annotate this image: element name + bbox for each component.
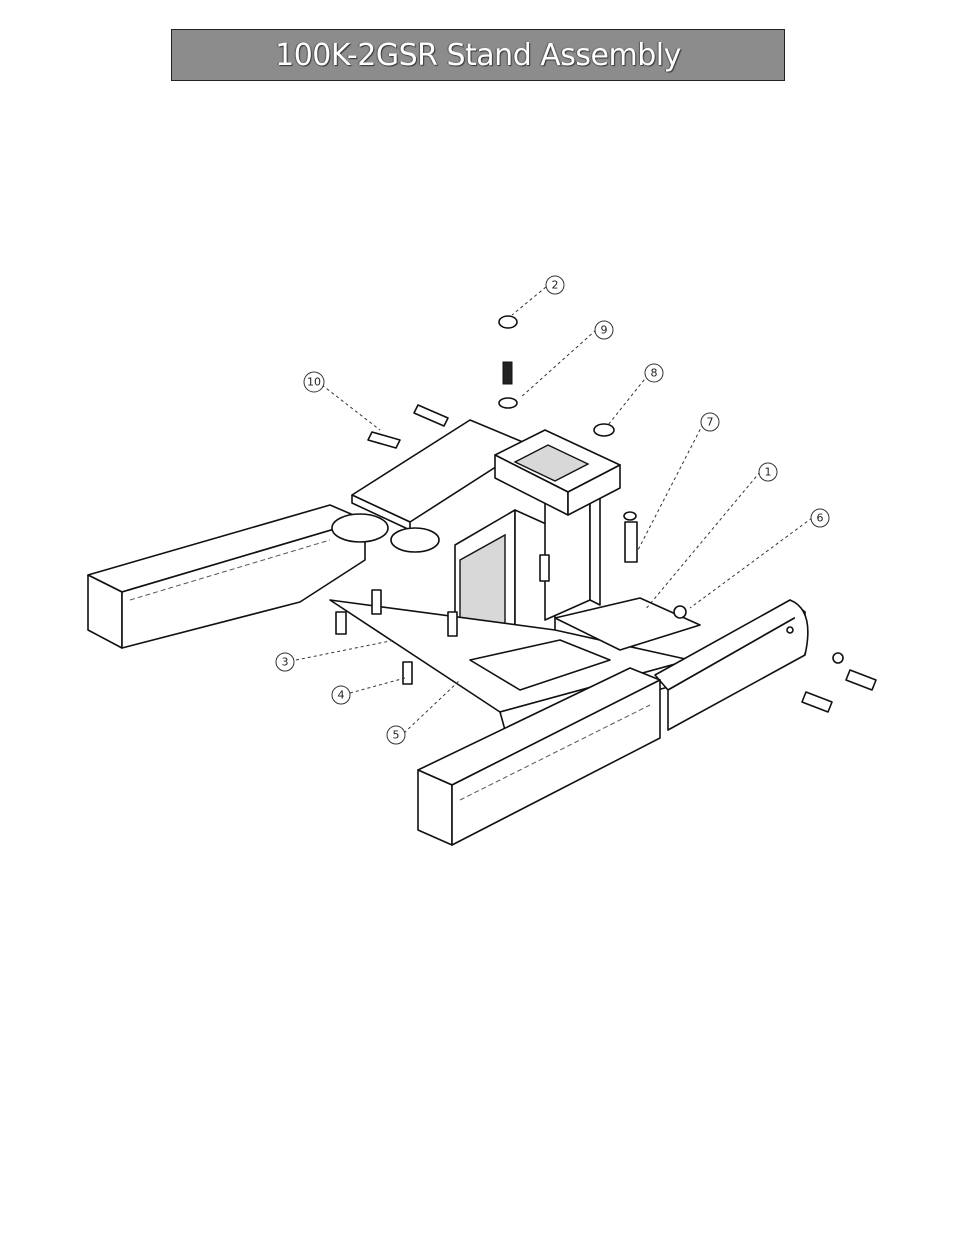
callout-3: 3 [276, 653, 294, 671]
callout-2-top: 2 [546, 276, 564, 294]
callout-8: 8 [645, 364, 663, 382]
callout-6-label: 6 [817, 512, 824, 525]
callout-1: 1 [759, 463, 777, 481]
callout-4: 4 [332, 686, 350, 704]
callout-3-label: 3 [282, 656, 289, 669]
callout-4-label: 4 [338, 689, 345, 702]
callout-9-label: 9 [601, 324, 608, 337]
callout-5-label: 5 [393, 729, 400, 742]
callout-2-top-label: 2 [552, 279, 559, 292]
left-arm-tube [88, 505, 365, 648]
callout-9: 9 [595, 321, 613, 339]
callout-1-label: 1 [765, 466, 772, 479]
callout-7-label: 7 [707, 416, 714, 429]
callout-10: 10 [304, 372, 324, 392]
callout-5: 5 [387, 726, 405, 744]
callout-10-label: 10 [307, 376, 321, 389]
callout-6: 6 [811, 509, 829, 527]
callout-7: 7 [701, 413, 719, 431]
callout-8-label: 8 [651, 367, 658, 380]
